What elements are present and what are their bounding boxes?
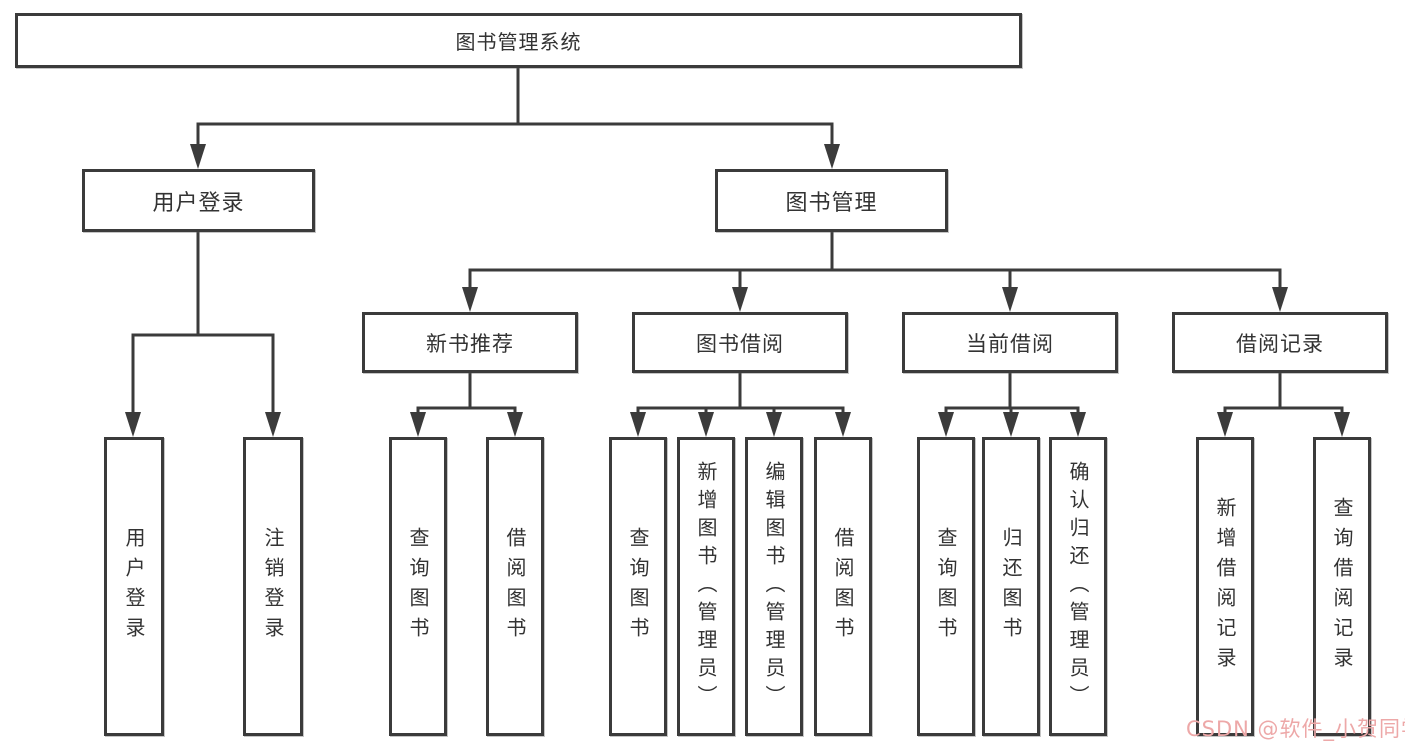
leaf-label: 编辑图书（管理员）: [762, 460, 786, 713]
leaf-label: 用户登录: [122, 526, 146, 647]
leaf-label: 借阅图书: [831, 526, 855, 647]
node-book-borrowing: 图书借阅: [632, 312, 848, 373]
leaf-query-books-recommend: 查询图书: [389, 437, 447, 736]
leaf-borrow-books-recommend: 借阅图书: [486, 437, 544, 736]
leaf-label: 借阅图书: [503, 526, 527, 647]
leaf-add-borrow-record: 新增借阅记录: [1196, 437, 1254, 736]
leaf-add-books-admin: 新增图书（管理员）: [677, 437, 735, 736]
leaf-logout: 注销登录: [243, 437, 303, 736]
leaf-query-books-current: 查询图书: [917, 437, 975, 736]
leaf-label: 注销登录: [261, 526, 285, 647]
node-book-management: 图书管理: [715, 169, 948, 232]
node-current-borrowing: 当前借阅: [902, 312, 1118, 373]
leaf-label: 归还图书: [999, 526, 1023, 647]
node-new-book-recommendation: 新书推荐: [362, 312, 578, 373]
leaf-label: 新增借阅记录: [1213, 496, 1237, 677]
leaf-label: 查询借阅记录: [1330, 496, 1354, 677]
csdn-watermark: CSDN @软件_小贺同学: [1186, 717, 1405, 741]
leaf-confirm-return-admin: 确认归还（管理员）: [1049, 437, 1107, 736]
leaf-user-login: 用户登录: [104, 437, 164, 736]
leaf-label: 确认归还（管理员）: [1066, 460, 1090, 713]
leaf-label: 查询图书: [406, 526, 430, 647]
leaf-label: 新增图书（管理员）: [694, 460, 718, 713]
leaf-label: 查询图书: [934, 526, 958, 647]
node-book-management-system: 图书管理系统: [15, 13, 1022, 68]
leaf-edit-books-admin: 编辑图书（管理员）: [745, 437, 803, 736]
node-borrowing-records: 借阅记录: [1172, 312, 1388, 373]
leaf-borrow-books-borrowing: 借阅图书: [814, 437, 872, 736]
leaf-query-books-borrowing: 查询图书: [609, 437, 667, 736]
leaf-label: 查询图书: [626, 526, 650, 647]
leaf-return-books: 归还图书: [982, 437, 1040, 736]
leaf-query-borrow-record: 查询借阅记录: [1313, 437, 1371, 736]
node-user-login: 用户登录: [82, 169, 315, 232]
